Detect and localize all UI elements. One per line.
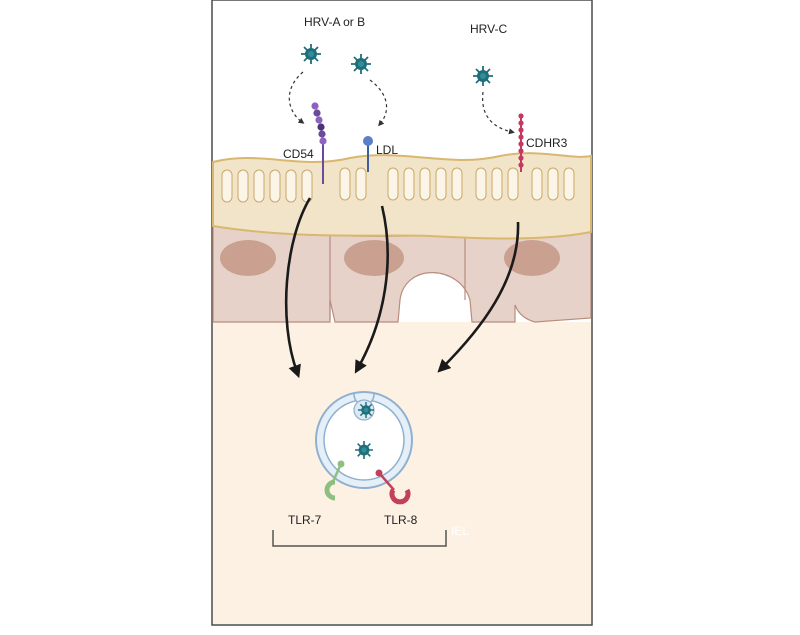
internalization-arrow: [284, 197, 312, 379]
hrv-ab-label: HRV-A or B: [304, 15, 365, 29]
binding-arrow: [482, 91, 515, 135]
tlr8-label: TLR-8: [384, 513, 418, 527]
tlr8-receptor-icon: [375, 469, 411, 505]
internalization-arrow: [354, 205, 389, 374]
cdhr3-label: CDHR3: [526, 136, 568, 150]
hrv-c-label: HRV-C: [470, 22, 507, 36]
nucleus: [220, 240, 276, 276]
lamina-propria: [213, 322, 591, 624]
nucleus: [504, 240, 560, 276]
binding-arrow: [288, 71, 305, 124]
endosome-icon: [315, 391, 413, 489]
iel-label: IEL: [451, 524, 469, 538]
tlr-bracket: [272, 530, 447, 547]
virus-icon: [350, 53, 372, 75]
cd54-label: CD54: [283, 147, 314, 161]
virus-icon: [354, 440, 374, 460]
virus-icon: [472, 65, 494, 87]
ldl-receptor-icon: [363, 136, 373, 172]
virus-icon: [300, 43, 322, 65]
tlr7-receptor-icon: [324, 460, 345, 501]
nucleus: [344, 240, 404, 276]
internalization-arrow: [437, 221, 520, 373]
brush-border: [212, 152, 592, 240]
tlr7-label: TLR-7: [288, 513, 322, 527]
cdhr3-receptor-icon: [518, 113, 524, 172]
ldl-label: LDL: [376, 143, 398, 157]
cd54-receptor-icon: [311, 102, 327, 184]
